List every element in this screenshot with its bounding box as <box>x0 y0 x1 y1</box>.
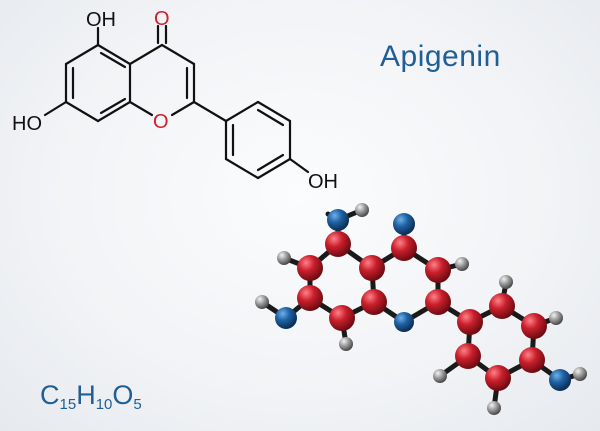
molecular-formula: C15H10O5 <box>40 380 142 413</box>
label-o-ketone: O <box>154 8 170 30</box>
label-oh-right: OH <box>308 171 338 193</box>
formula-element-c: C <box>40 380 60 410</box>
hydrogen-atoms <box>255 203 587 415</box>
skeletal-bonds <box>43 24 310 180</box>
label-o-ring: O <box>153 111 169 133</box>
molecule-name: Apigenin <box>380 40 501 73</box>
label-ho-left: HO <box>12 113 42 135</box>
label-oh-top: OH <box>86 9 116 31</box>
formula-element-h: H <box>76 380 96 410</box>
ball-and-stick-model <box>255 203 587 415</box>
carbon-atoms <box>297 231 547 391</box>
formula-count-o: 5 <box>133 396 142 413</box>
formula-count-c: 15 <box>59 396 77 413</box>
formula-element-o: O <box>112 380 134 410</box>
oxygen-atoms <box>275 209 571 391</box>
formula-count-h: 10 <box>95 396 113 413</box>
